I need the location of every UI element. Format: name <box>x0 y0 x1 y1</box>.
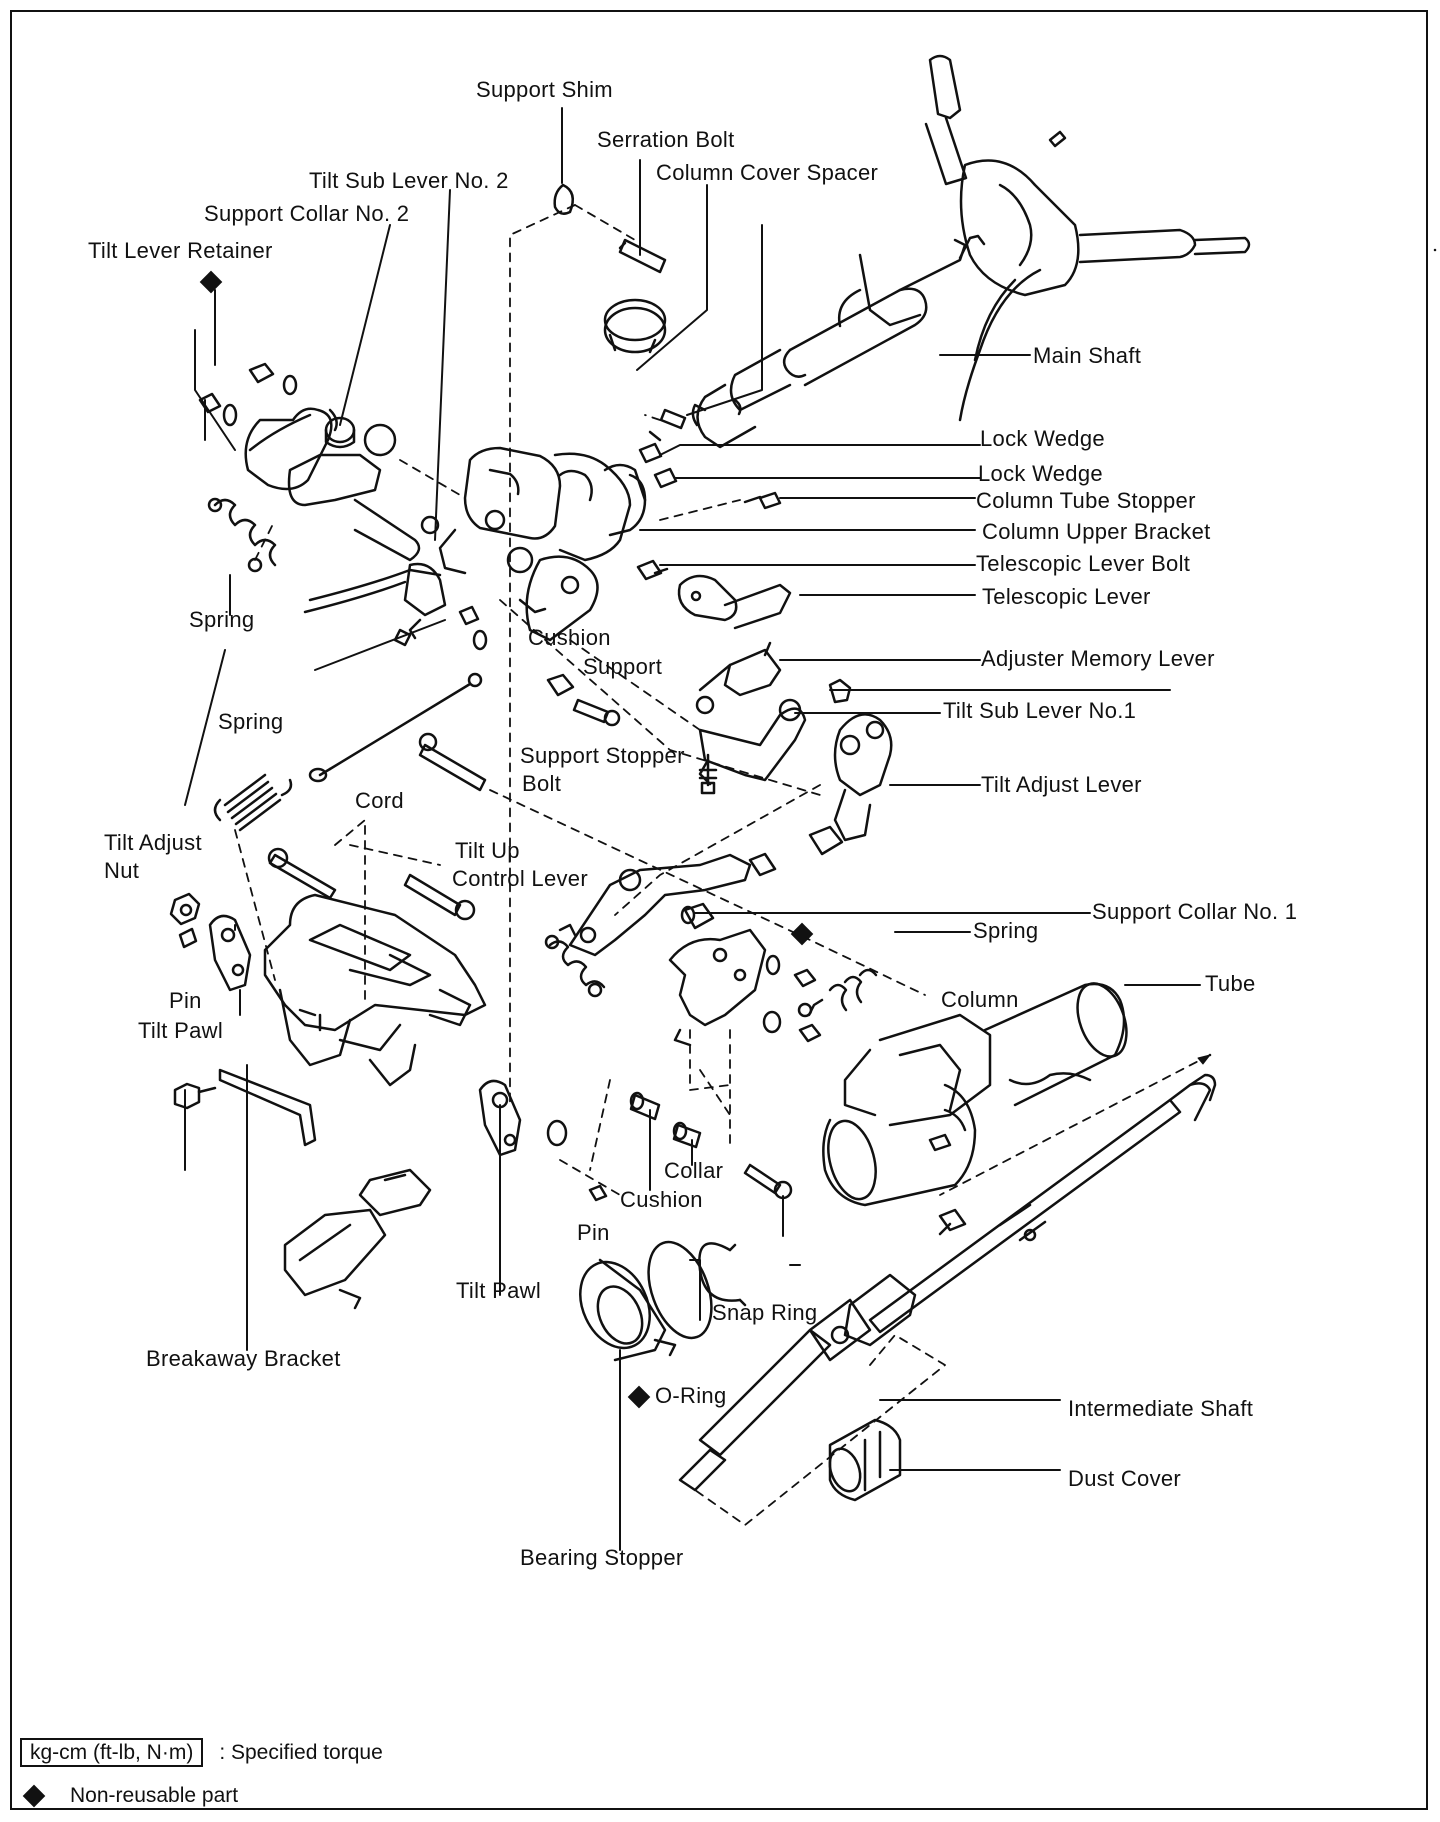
long-bolt-left <box>418 732 487 792</box>
cable-assembly <box>303 562 488 651</box>
label-telescopic-lever-bolt: Telescopic Lever Bolt <box>976 551 1191 576</box>
alignment-dashes <box>234 204 1211 1526</box>
nonreusable-diamond-icon-3 <box>627 1385 651 1409</box>
cushion-lower <box>629 1091 661 1121</box>
label-spring-upper: Spring <box>189 607 255 632</box>
tilt-sub-lever-no1 <box>698 678 852 786</box>
label-pin-left: Pin <box>169 988 202 1013</box>
tilt-sub-lever-no2-part <box>287 423 440 562</box>
label-tilt-pawl-left: Tilt Pawl <box>138 1018 224 1043</box>
label-support: Support <box>583 654 663 679</box>
label-column: Column <box>941 987 1019 1012</box>
legend-diamond-icon <box>22 1785 46 1808</box>
main-shaft <box>691 234 986 449</box>
label-tilt-up: Tilt Up <box>455 838 520 863</box>
spring-center <box>544 934 606 998</box>
torque-unit-box: kg-cm (ft-lb, N·m) <box>20 1738 204 1767</box>
tilt-adjust-nut <box>169 892 201 926</box>
label-column-tube-stopper: Column Tube Stopper <box>976 488 1196 513</box>
cushion-support-parts <box>546 673 621 727</box>
arrow-head <box>1197 1054 1211 1065</box>
label-collar: Collar <box>664 1158 724 1183</box>
snap-ring <box>698 1242 747 1307</box>
telescopic-lever <box>677 574 792 630</box>
label-tube: Tube <box>1205 971 1256 996</box>
tilt-adjust-lever <box>808 713 893 856</box>
column-upper-bracket <box>438 446 647 642</box>
label-tilt-up-control-lever: Control Lever <box>452 866 588 891</box>
label-tilt-pawl-lower: Tilt Pawl <box>456 1278 542 1303</box>
label-lock-wedge-1: Lock Wedge <box>980 426 1105 451</box>
nonreusable-legend-text: Non-reusable part <box>70 1784 239 1807</box>
label-telescopic-lever: Telescopic Lever <box>982 584 1151 609</box>
label-tilt-adjust-lever: Tilt Adjust Lever <box>981 772 1142 797</box>
diagram-frame <box>10 10 1428 1810</box>
label-cushion-lower: Cushion <box>620 1187 703 1212</box>
label-cord: Cord <box>355 788 404 813</box>
pin-lower <box>588 1184 608 1202</box>
label-tilt-adjust: Tilt Adjust <box>104 830 202 855</box>
label-lock-wedge-2: Lock Wedge <box>978 461 1103 486</box>
label-intermediate-shaft: Intermediate Shaft <box>1068 1396 1254 1421</box>
label-breakaway-bracket: Breakaway Bracket <box>146 1346 341 1371</box>
serration-bolt <box>618 238 687 430</box>
label-support-shim: Support Shim <box>476 77 613 102</box>
tilt-pawl-left <box>208 914 252 992</box>
dust-cover <box>828 1418 902 1502</box>
combination-switch <box>924 54 1251 422</box>
support-stopper-bolt <box>698 753 718 795</box>
label-o-ring-text: O-Ring <box>655 1383 727 1408</box>
label-serration-bolt: Serration Bolt <box>597 127 735 152</box>
spring-left <box>213 773 293 832</box>
label-tilt-adjust-nut: Nut <box>104 858 140 883</box>
collar-lower <box>672 1121 702 1149</box>
label-column-upper-bracket: Column Upper Bracket <box>982 519 1211 544</box>
column-tube <box>822 982 1128 1207</box>
label-pin-lower: Pin <box>577 1220 610 1245</box>
bolt-lower <box>743 1163 793 1200</box>
legend-non-reusable: Non-reusable part <box>22 1784 239 1808</box>
label-spring-right: Spring <box>973 918 1039 943</box>
label-column-cover-spacer: Column Cover Spacer <box>656 160 879 185</box>
bearing-stopper <box>579 1258 677 1362</box>
label-main-shaft: Main Shaft <box>1033 343 1142 368</box>
label-dust-cover: Dust Cover <box>1068 1466 1182 1491</box>
lower-bracket <box>263 893 487 1087</box>
column-cover-spacer <box>603 298 667 354</box>
torque-legend-text: : Specified torque <box>219 1741 383 1764</box>
support-shim <box>553 183 575 215</box>
pin-left <box>178 927 198 949</box>
label-adjuster-memory-lever: Adjuster Memory Lever <box>981 646 1215 671</box>
label-support-stopper: Support Stopper <box>520 743 685 768</box>
support-collar-no1-part <box>680 902 715 930</box>
label-tilt-sub-lever-no2: Tilt Sub Lever No. 2 <box>309 168 509 193</box>
cord <box>308 672 483 783</box>
label-tilt-lever-retainer: Tilt Lever Retainer <box>88 238 273 263</box>
label-support-collar-no1: Support Collar No. 1 <box>1092 899 1298 924</box>
label-cushion-upper: Cushion <box>528 625 611 650</box>
label-bearing-stopper: Bearing Stopper <box>520 1545 684 1570</box>
leader-lines <box>184 107 1201 1551</box>
o-ring <box>647 1240 713 1340</box>
support-collar-no2-part <box>324 416 356 449</box>
adjuster-memory-lever <box>695 641 782 715</box>
label-o-ring: O-Ring <box>627 1383 727 1409</box>
label-tilt-sub-lever-no1: Tilt Sub Lever No.1 <box>943 698 1137 723</box>
legend-specified-torque: kg-cm (ft-lb, N·m) : Specified torque <box>20 1738 383 1767</box>
spring-upper-left <box>207 497 277 573</box>
small-washers-right <box>762 954 822 1043</box>
intermediate-shaft <box>678 1073 1217 1492</box>
lock-wedges <box>636 430 782 581</box>
tilt-up-control-lever <box>558 852 777 957</box>
washer-lower <box>546 1119 568 1147</box>
middle-bracket-lever <box>668 928 767 1047</box>
label-spring-left: Spring <box>218 709 284 734</box>
spring-right <box>797 968 878 1018</box>
breakaway-bracket <box>218 1068 432 1310</box>
label-snap-ring: Snap Ring <box>712 1300 818 1325</box>
label-support-stopper-bolt: Bolt <box>522 771 562 796</box>
label-support-collar-no2: Support Collar No. 2 <box>204 201 410 226</box>
